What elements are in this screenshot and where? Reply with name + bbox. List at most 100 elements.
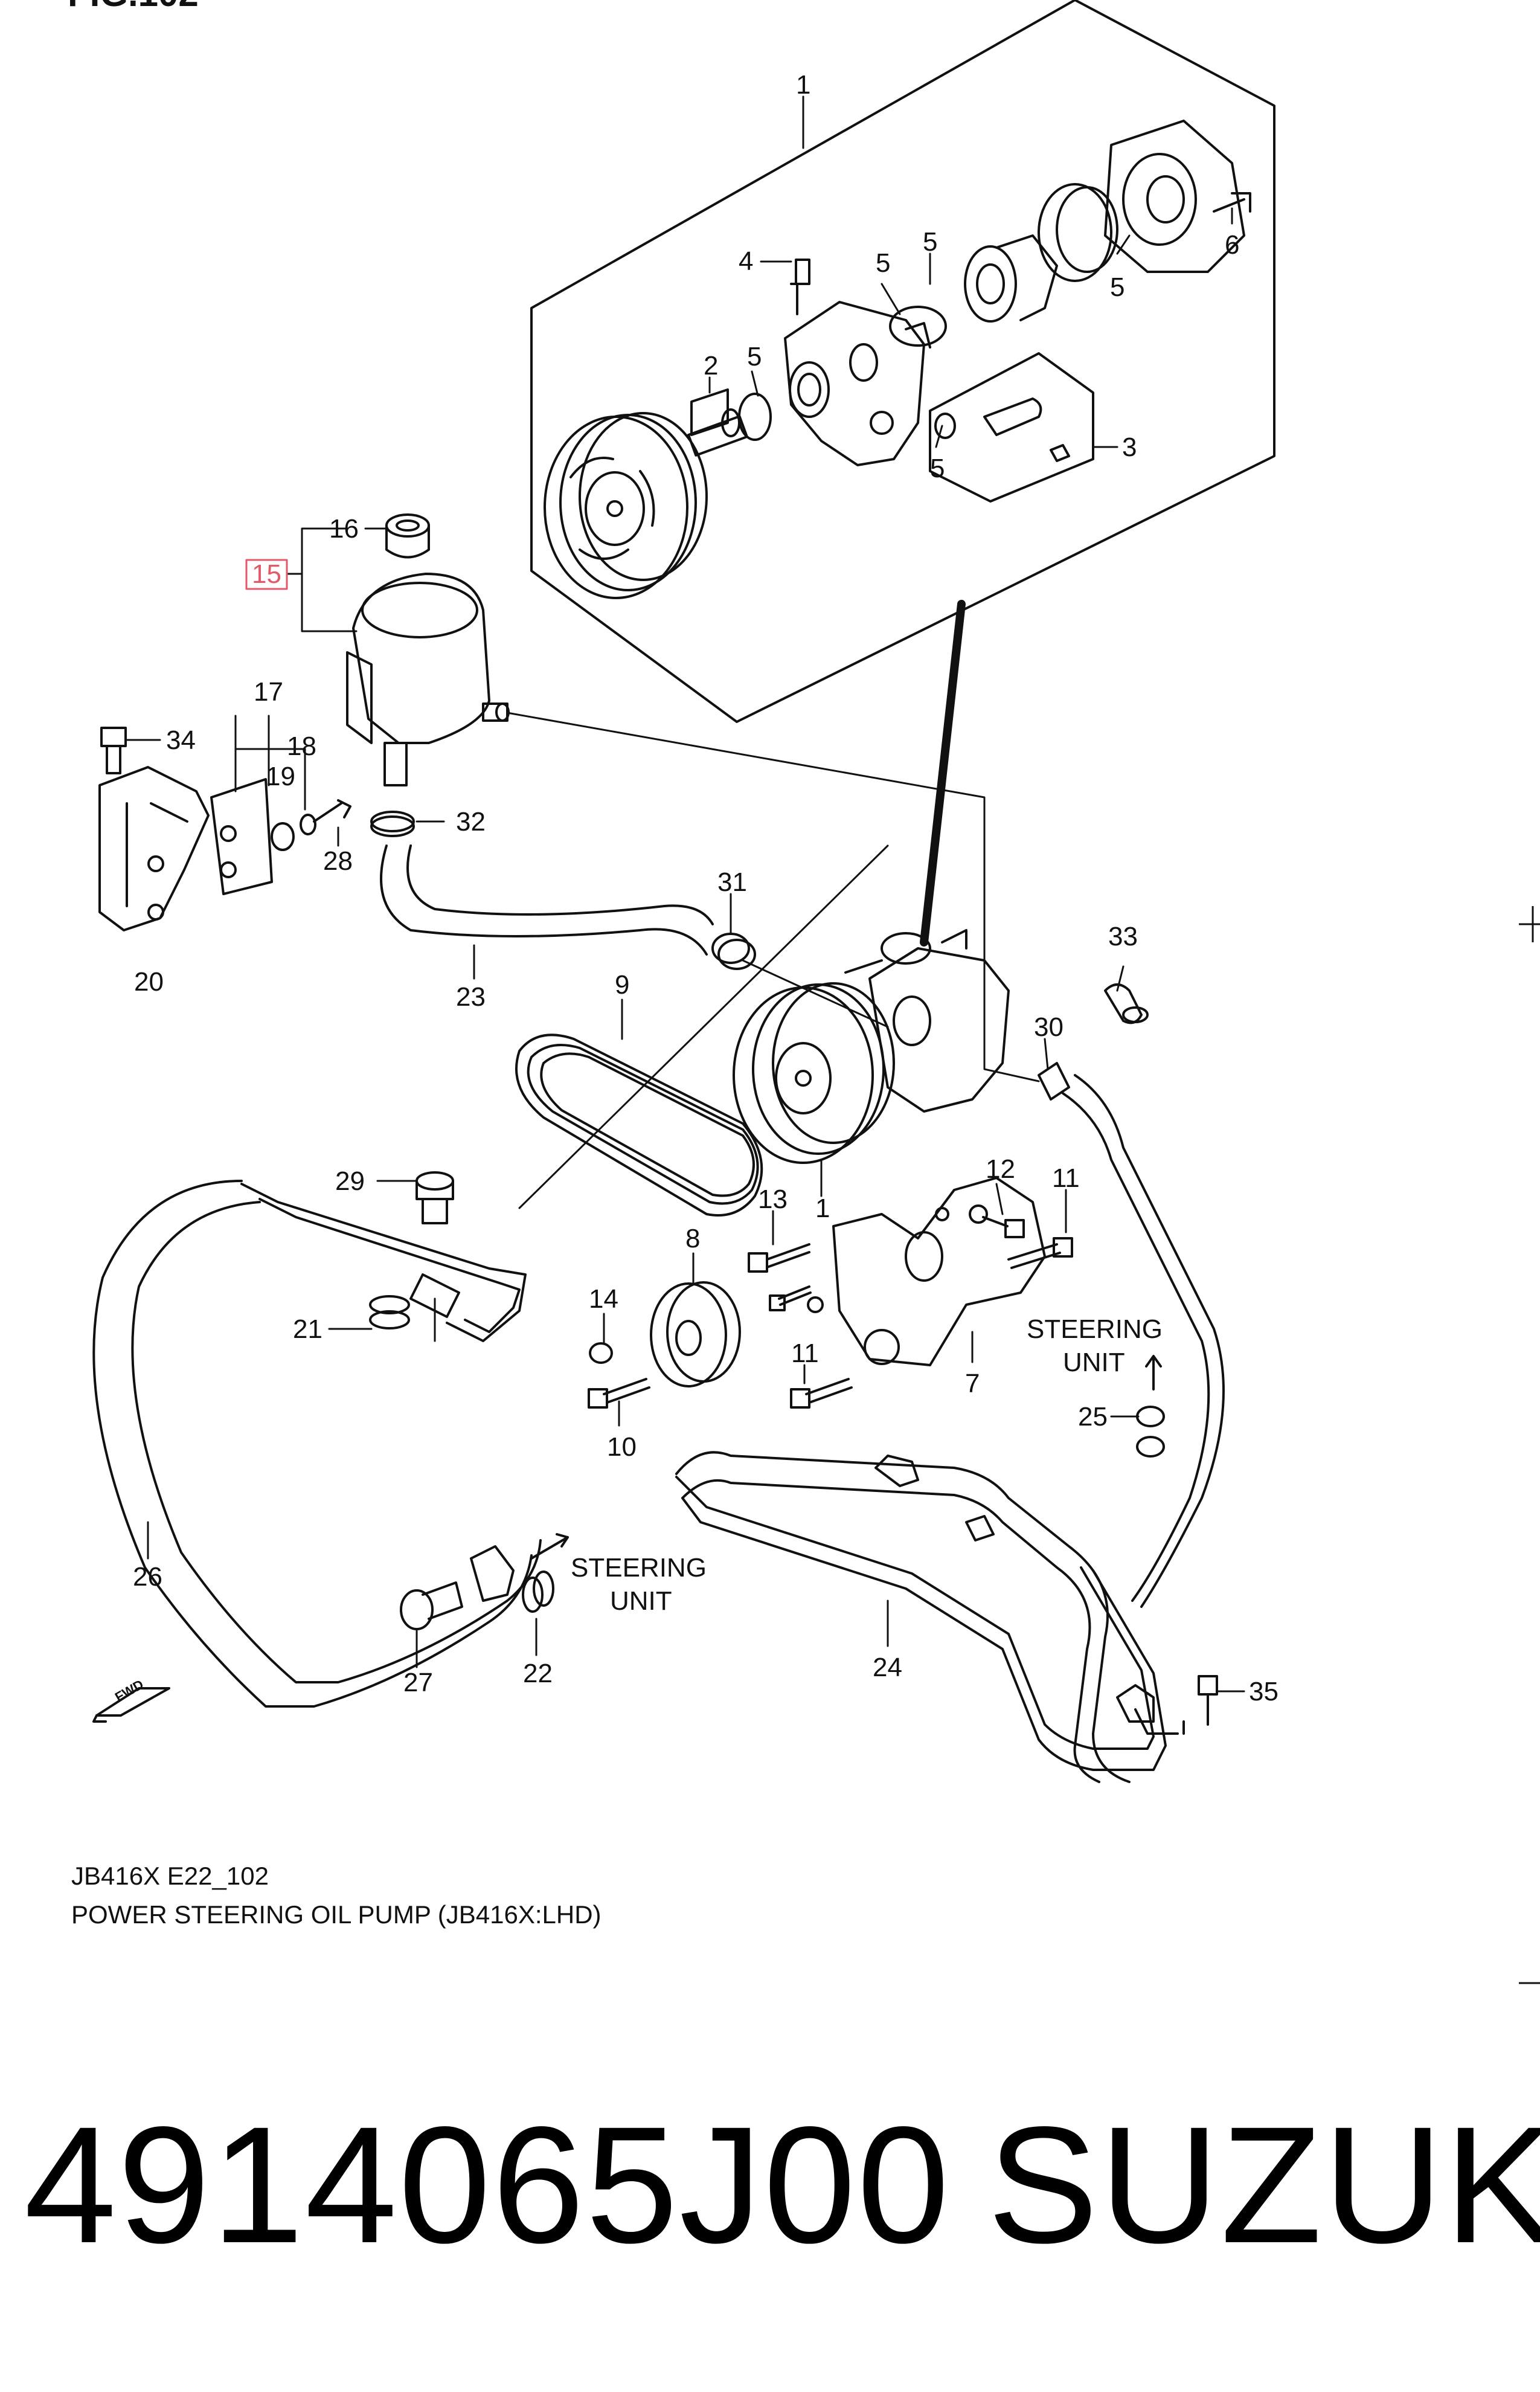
oil-reservoir (346, 573, 510, 786)
callout-25: 25 (1078, 1402, 1108, 1432)
return-line-right (506, 712, 1040, 1082)
callout-12: 12 (986, 1154, 1015, 1184)
figure-header: FIG.102 (68, 0, 199, 14)
callout-29: 29 (335, 1166, 365, 1196)
fwd-arrow-icon (92, 1687, 170, 1723)
callout-1-top: 1 (796, 70, 810, 100)
callout-32: 32 (456, 807, 486, 837)
callout-5c: 5 (747, 342, 762, 371)
bolt-11-lower (790, 1378, 853, 1409)
callout-15-highlight (245, 559, 288, 590)
callout-3: 3 (1122, 432, 1137, 462)
callout-30: 30 (1034, 1012, 1064, 1042)
pump-housing-upper (784, 259, 931, 466)
steering-unit-arrow-left (530, 1533, 569, 1560)
washer-21 (369, 1295, 410, 1329)
callout-8: 8 (685, 1224, 700, 1253)
callout-15: 15 (252, 559, 281, 589)
washer-22 (522, 1571, 554, 1613)
hose-clamp-24a (874, 1455, 919, 1487)
drive-belt (515, 1034, 763, 1217)
crank-pulley (650, 1281, 741, 1387)
hose-end-fitting (470, 1545, 515, 1602)
parts-diagram: FIG.102 (68, 0, 1540, 1984)
pump-pulley-middle (733, 982, 895, 1164)
callout-5e: 5 (1110, 272, 1125, 302)
callout-35: 35 (1249, 1677, 1279, 1706)
steering-unit-label-right-line2: UNIT (1063, 1348, 1125, 1377)
clamp-bracket-24 (1134, 1708, 1185, 1735)
callout-22: 22 (523, 1659, 553, 1688)
leader-5b (881, 283, 901, 315)
figure-code: JB416X E22_102 (71, 1862, 269, 1890)
parts-diagram-panel: FIG.102 (68, 0, 1540, 1984)
callout-6: 6 (1225, 230, 1239, 260)
product-info-band (0, 1987, 1540, 2392)
callout-1-mid: 1 (815, 1194, 830, 1223)
bolt-34 (100, 727, 127, 774)
pump-pulley-upper (544, 412, 708, 599)
clamp-32 (370, 811, 415, 837)
pump-rear-cover (889, 120, 1251, 347)
callout-5b: 5 (876, 248, 890, 278)
callout-13: 13 (758, 1185, 788, 1214)
pump-assembly-outline (530, 0, 1275, 723)
pump-housing-middle (844, 929, 1010, 1113)
callout-26: 26 (133, 1562, 162, 1592)
clip-30 (1038, 1062, 1070, 1101)
clip-33 (1104, 983, 1149, 1024)
reservoir-bracket (98, 766, 210, 931)
callout-4: 4 (739, 246, 753, 276)
leader-17 (234, 715, 306, 811)
return-pipe-lower (675, 1476, 1167, 1771)
reservoir-cap (385, 513, 430, 559)
valve-subassembly-outline (929, 352, 1094, 503)
pressure-pipe-upper (240, 1183, 527, 1342)
part-number: 4914065J00 (24, 2092, 951, 2278)
bracket-plate (210, 778, 273, 895)
steering-unit-label-right-line1: STEERING (1027, 1314, 1163, 1344)
steering-unit-label-left-line2: UNIT (610, 1586, 672, 1616)
callout-23: 23 (456, 982, 486, 1012)
callout-18: 18 (287, 731, 316, 761)
callout-16: 16 (329, 514, 359, 544)
leader-33 (1116, 965, 1125, 992)
leader-12 (995, 1183, 1004, 1215)
leader-5d (935, 425, 943, 448)
callout-11-upper: 11 (1052, 1163, 1080, 1193)
assembly-pointer (920, 600, 966, 947)
brand-name: SUZUKI (987, 2092, 1540, 2278)
bolt-12 (982, 1216, 1025, 1238)
callout-24: 24 (873, 1653, 902, 1682)
bolt-35 (1198, 1675, 1218, 1726)
guide-line-2 (742, 959, 889, 1028)
edge-mark-upper (1519, 906, 1540, 942)
bolt-28 (313, 799, 351, 823)
fwd-label: FWD (112, 1677, 146, 1705)
leader-15 (286, 527, 358, 632)
seal-kit-outline (690, 388, 729, 436)
figure-title: POWER STEERING OIL PUMP (JB416X:LHD) (71, 1900, 602, 1929)
callout-5d: 5 (930, 454, 945, 483)
suction-hose (380, 844, 714, 956)
clip-25 (1136, 1406, 1165, 1458)
flow-control-valve (934, 397, 1070, 462)
callout-5a: 5 (923, 227, 937, 257)
callout-9: 9 (615, 970, 629, 1000)
callout-33: 33 (1108, 922, 1138, 951)
leader-30 (1044, 1038, 1049, 1070)
callout-20: 20 (134, 967, 164, 997)
guide-line-1 (518, 844, 889, 1209)
return-hose-upper (1062, 1074, 1225, 1608)
callout-31: 31 (717, 867, 747, 897)
nut-14 (589, 1342, 613, 1364)
bolt-11-upper (1007, 1237, 1073, 1269)
callout-19: 19 (266, 762, 295, 791)
union-fitting (409, 1273, 460, 1318)
callout-7: 7 (965, 1369, 980, 1398)
callout-21: 21 (293, 1314, 322, 1344)
union-bolt-27 (400, 1581, 463, 1630)
pressure-hose-26 (92, 1180, 542, 1708)
steering-unit-label-left-line1: STEERING (571, 1553, 707, 1583)
